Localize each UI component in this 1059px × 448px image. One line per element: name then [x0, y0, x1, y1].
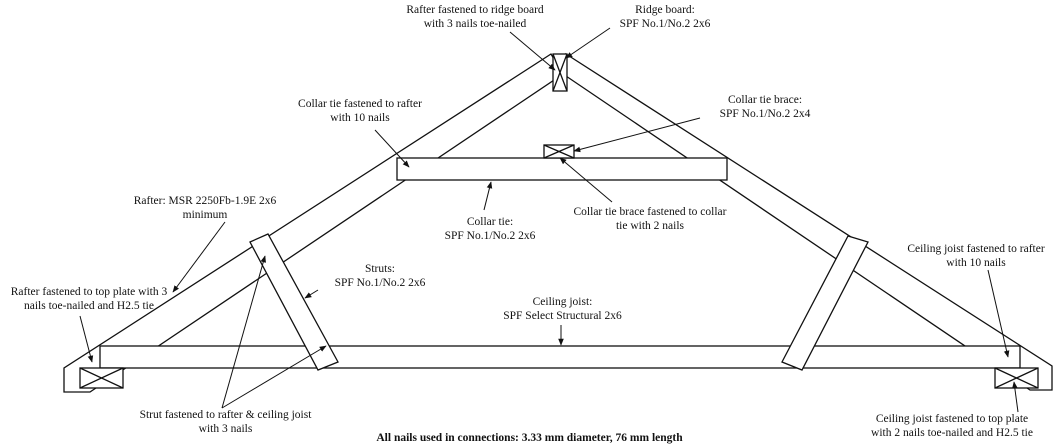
label-rafter-ridge: Rafter fastened to ridge board with 3 na…: [406, 4, 544, 30]
strut-left: [249, 233, 339, 371]
ceiling-joist: [99, 345, 1021, 369]
label-rafter: Rafter: MSR 2250Fb-1.9E 2x6 minimum: [133, 195, 277, 221]
label-ridge-board: Ridge board: SPF No.1/No.2 2x6: [619, 4, 711, 30]
arrow-collar-brace-fastened: [559, 157, 613, 203]
collar-tie: [396, 157, 728, 181]
arrow-ridge-board: [565, 27, 611, 59]
arrow-collar-brace: [573, 117, 701, 153]
arrow-rafter: [172, 221, 226, 293]
footer-note: All nails used in connections: 3.33 mm d…: [376, 432, 683, 444]
arrow-rafter-top-plate: [79, 315, 94, 363]
label-collar-brace: Collar tie brace: SPF No.1/No.2 2x4: [719, 94, 811, 120]
label-collar-rafter: Collar tie fastened to rafter with 10 na…: [298, 98, 422, 124]
label-joist-top-plate: Ceiling joist fastened to top plate with…: [871, 413, 1033, 439]
arrow-strut-rafter: [221, 255, 266, 409]
label-strut-fastened: Strut fastened to rafter & ceiling joist…: [139, 409, 312, 435]
strut-right: [781, 235, 869, 371]
arrow-strut-ceiling: [221, 345, 327, 409]
arrow-collar-tie: [483, 181, 493, 211]
rafter-left: [63, 53, 564, 393]
arrow-collar-rafter: [374, 129, 410, 168]
label-joist-rafter: Ceiling joist fastened to rafter with 10…: [907, 243, 1045, 269]
arrow-rafter-ridge: [509, 31, 556, 71]
label-rafter-top-plate: Rafter fastened to top plate with 3 nail…: [10, 286, 168, 312]
arrow-joist-top-plate: [1012, 381, 1019, 413]
arrow-joist-rafter: [987, 269, 1010, 358]
label-struts: Struts: SPF No.1/No.2 2x6: [334, 263, 426, 289]
label-collar-tie: Collar tie: SPF No.1/No.2 2x6: [444, 216, 536, 242]
label-ceiling-joist: Ceiling joist: SPF Select Structural 2x6: [503, 296, 622, 322]
arrow-struts: [304, 289, 319, 299]
label-collar-brace-fastened: Collar tie brace fastened to collar tie …: [573, 206, 727, 232]
